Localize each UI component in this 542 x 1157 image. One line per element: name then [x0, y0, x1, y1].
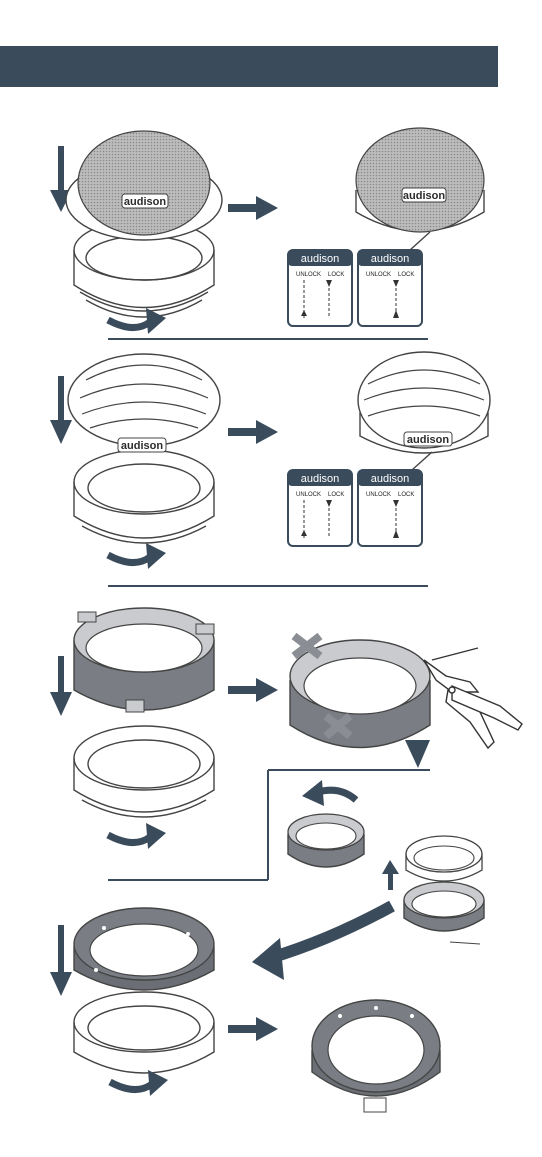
- lock-panel-lock: audison UNLOCK LOCK: [358, 470, 422, 546]
- unlock-label: UNLOCK: [366, 492, 391, 498]
- speaker-base: [74, 450, 214, 543]
- brand-logo: audison: [121, 440, 163, 452]
- lock-label: LOCK: [328, 492, 344, 498]
- separated-rings: [404, 836, 484, 944]
- assembled-speaker-louvre: audison: [358, 352, 490, 470]
- lock-label: LOCK: [398, 492, 414, 498]
- step-4-final: [50, 906, 440, 1112]
- unlock-label: UNLOCK: [296, 272, 321, 278]
- brand-logo: audison: [371, 473, 410, 485]
- arrow-down-icon: [50, 656, 72, 716]
- arrow-right-icon: [228, 678, 278, 702]
- removed-ring: [288, 814, 364, 867]
- brand-logo: audison: [301, 473, 340, 485]
- rotate-arrow-icon: [108, 543, 166, 569]
- step-2-louvre: audison audison audison UNLOCK LOCK: [50, 352, 490, 586]
- speaker-base: [74, 726, 214, 817]
- arrow-down-icon: [50, 925, 72, 996]
- rotate-arrow-icon: [108, 308, 166, 334]
- arrow-down-icon: [50, 376, 72, 444]
- brand-logo: audison: [403, 190, 445, 202]
- lock-panel-unlock: audison UNLOCK LOCK: [288, 250, 352, 326]
- arrow-right-icon: [228, 196, 278, 220]
- adapter-ring: [74, 608, 214, 712]
- pliers-icon: [424, 648, 522, 748]
- step-3-adapter: [50, 608, 522, 944]
- assembled-speaker-grille: audison: [356, 128, 484, 250]
- curved-arrow-icon: [252, 906, 392, 980]
- grille-cover: audison: [66, 131, 222, 240]
- rotate-arrow-icon: [108, 823, 166, 849]
- arrow-right-icon: [228, 420, 278, 444]
- lock-label: LOCK: [398, 272, 414, 278]
- lock-label: LOCK: [328, 272, 344, 278]
- adapter-on-speaker: [290, 636, 430, 768]
- brand-logo: audison: [407, 434, 449, 446]
- lock-panel-unlock: audison UNLOCK LOCK: [288, 470, 352, 546]
- step-1-grille: audison audison audison UNLOCK LOCK: [50, 128, 484, 339]
- brand-logo: audison: [371, 253, 410, 265]
- brand-logo: audison: [301, 253, 340, 265]
- unlock-label: UNLOCK: [366, 272, 391, 278]
- assembled-speaker-ring: [312, 1000, 440, 1112]
- rotate-arrow-icon: [110, 1070, 168, 1096]
- unlock-label: UNLOCK: [296, 492, 321, 498]
- arrow-right-icon: [228, 1017, 278, 1041]
- mounting-ring: [74, 908, 214, 990]
- brand-logo: audison: [124, 196, 166, 208]
- louvre-cover: audison: [68, 354, 220, 452]
- lock-panel-lock: audison UNLOCK LOCK: [358, 250, 422, 326]
- speaker-base: [74, 992, 214, 1073]
- arrow-up-icon: [382, 860, 399, 890]
- rotate-arrow-icon: [302, 780, 356, 806]
